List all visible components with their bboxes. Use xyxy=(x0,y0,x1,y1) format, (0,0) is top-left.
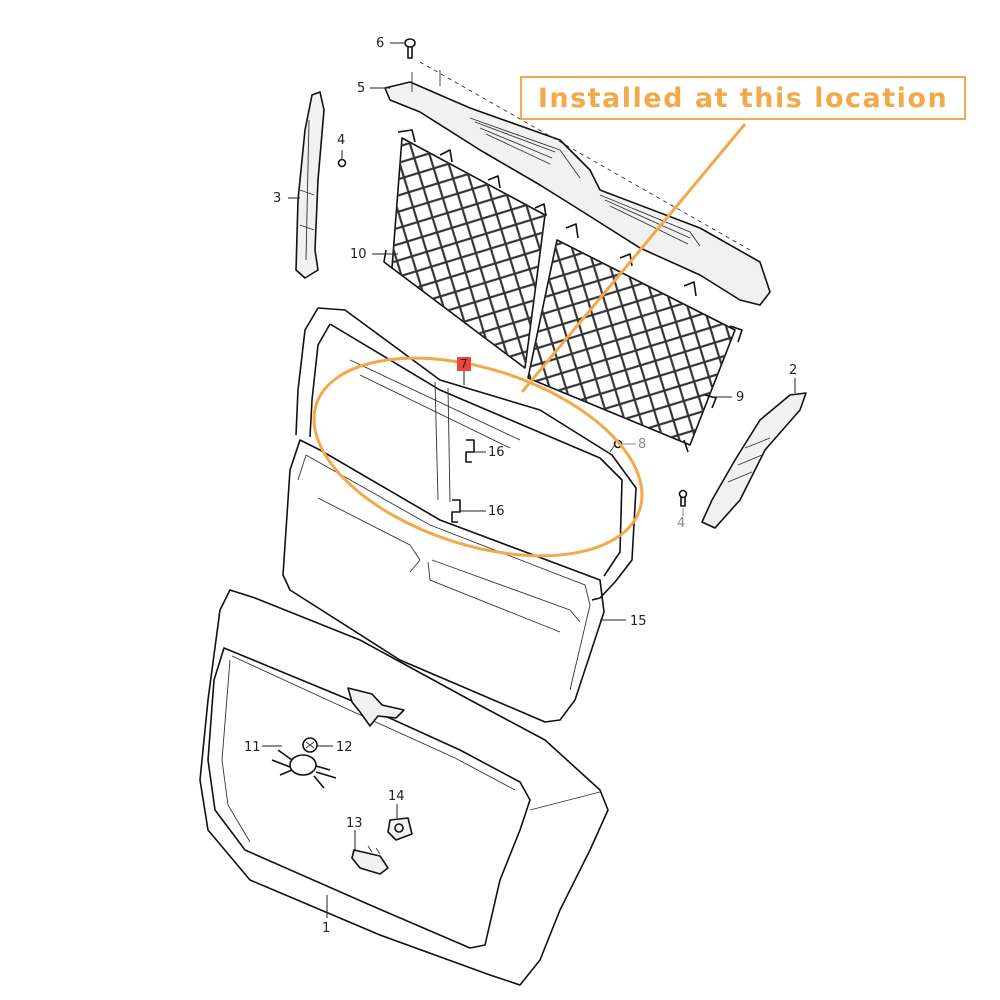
svg-text:7: 7 xyxy=(460,357,468,371)
bonnet-wings-emblem xyxy=(347,687,405,727)
callout-12: 12 xyxy=(336,740,353,755)
annotation-pointer xyxy=(520,123,747,393)
outer-grille-shell xyxy=(199,589,609,986)
callout-labels: 6 5 4 3 10 2 9 8 4 16 16 15 11 12 14 13 … xyxy=(244,36,797,936)
callout-4-top: 4 xyxy=(337,133,345,148)
callout-14: 14 xyxy=(388,789,405,804)
part-7-highlight-tag: 7 xyxy=(457,357,471,385)
grille-insert-panel xyxy=(282,439,605,723)
callout-6: 6 xyxy=(376,36,384,51)
callout-13: 13 xyxy=(346,816,363,831)
callout-4-bottom: 4 xyxy=(677,516,685,531)
callout-9: 9 xyxy=(736,390,744,405)
callout-3: 3 xyxy=(273,191,281,206)
leader-lines xyxy=(262,42,796,918)
right-vertical-trim xyxy=(701,392,807,529)
emblem-12 xyxy=(302,737,318,753)
highlight-ellipse xyxy=(312,356,644,558)
callout-16-lower: 16 xyxy=(488,504,505,519)
callout-5: 5 xyxy=(357,81,365,96)
callout-16-upper: 16 xyxy=(488,445,505,460)
annotation-text: Installed at this location xyxy=(537,82,949,114)
callout-10: 10 xyxy=(350,247,367,262)
callout-1: 1 xyxy=(322,921,330,936)
bracket-13 xyxy=(351,845,389,875)
callout-15: 15 xyxy=(630,614,647,629)
clip-4-left xyxy=(337,158,347,168)
callout-2: 2 xyxy=(789,363,797,378)
sensor-14 xyxy=(387,817,413,841)
upper-trim-bar xyxy=(384,61,771,306)
callout-11: 11 xyxy=(244,740,261,755)
grille-surround-frame xyxy=(295,307,637,601)
left-vertical-trim xyxy=(295,91,325,279)
clip-16-upper xyxy=(465,439,475,463)
clip-16-lower xyxy=(451,499,461,523)
screw-6 xyxy=(404,38,416,59)
callout-8: 8 xyxy=(638,437,646,452)
installed-location-annotation: Installed at this location xyxy=(520,76,966,120)
winged-b-badge xyxy=(271,749,337,789)
clip-4-right xyxy=(678,489,688,507)
